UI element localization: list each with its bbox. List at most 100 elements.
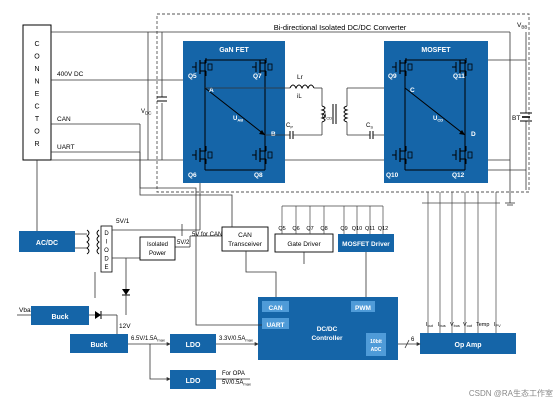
gate-signal-lines	[281, 205, 384, 234]
gate-signal-label: Q9	[340, 226, 347, 232]
bt-label: BT	[512, 115, 520, 122]
diode-letter: E	[104, 265, 108, 271]
q9-label: Q9	[388, 73, 397, 80]
buck-top-block	[31, 306, 89, 325]
acdc-block	[19, 231, 75, 252]
can-transceiver-line2: Transceiver	[228, 241, 263, 248]
vdc-capacitor	[147, 32, 167, 160]
controller-pwm-label: PWM	[355, 305, 371, 312]
q11-label: Q11	[453, 73, 465, 80]
acdc-label: AC/DC	[36, 240, 58, 247]
gate-signal-label: Q11	[365, 226, 375, 232]
q12-label: Q12	[452, 172, 465, 179]
gan-fet-bridge	[183, 41, 285, 183]
vbat-label: Vbat	[19, 307, 33, 314]
opamp-input-label: Vbus	[450, 322, 460, 328]
opamp-input-label: IPV	[494, 322, 501, 328]
uart-wire-label: UART	[57, 144, 75, 151]
gate-signal-label: Q7	[306, 226, 313, 232]
uab-label: UAB	[233, 116, 243, 123]
q5-label: Q5	[188, 73, 197, 80]
buck-bottom-label: Buck	[90, 342, 107, 349]
q10-label: Q10	[386, 172, 399, 179]
mosfet-title: MOSFET	[421, 47, 451, 54]
q7-label: Q7	[253, 73, 262, 80]
op-amp-label: Op Amp	[455, 342, 482, 349]
q8-label: Q8	[254, 172, 263, 179]
node-d-label: D	[471, 131, 476, 138]
can-wire-label: CAN	[57, 116, 71, 123]
for-opa-label: For OPA	[222, 371, 245, 377]
cp-label: CP	[286, 123, 293, 130]
buck-bottom-block	[70, 334, 128, 353]
opamp-input-label: Ibus	[438, 322, 446, 328]
connector-letter: C	[34, 104, 39, 111]
mosfet-bridge-wiring	[404, 59, 466, 171]
v5-opa-label: 5V/0.5Amax	[222, 380, 251, 387]
battery	[488, 32, 532, 206]
buck-top-label: Buck	[51, 314, 68, 321]
diode-letter: D	[104, 257, 109, 263]
ldo-top-label: LDO	[186, 342, 201, 349]
can-transceiver-block	[221, 226, 269, 252]
isolated-power-line1: Isolated	[147, 242, 168, 248]
lr-label: Lr	[297, 74, 304, 81]
gate-signal-label: Q12	[378, 226, 388, 232]
opamp-input-label: Vout	[463, 322, 473, 328]
gate-signal-label: Q10	[352, 226, 362, 232]
v5-1-label: 5V/1	[116, 218, 130, 225]
connector-letter: E	[35, 91, 40, 98]
vbb-label: VBB	[517, 22, 527, 30]
diode-letter: D	[104, 231, 109, 237]
v12-label: 12V	[119, 323, 131, 330]
il-label: iL	[297, 94, 302, 100]
mosfet-driver-label: MOSFET Driver	[342, 241, 390, 248]
v33-label: 3.3V/0.5Amax	[219, 336, 253, 343]
converter-title: Bi-directional Isolated DC/DC Converter	[274, 23, 407, 32]
connector-letter: N	[34, 79, 39, 86]
ucd-mid-label: UCD	[322, 114, 332, 121]
ucd-label: UCD	[433, 116, 443, 123]
v5-2-label: 5V/2	[177, 240, 190, 246]
diode-letter: O	[104, 248, 109, 254]
controller-uart-port	[262, 318, 289, 329]
controller-title-line2: Controller	[311, 335, 343, 342]
aux-transformer	[75, 229, 100, 255]
v5-for-can-label: 5V for CAN	[192, 232, 222, 238]
gate-signal-label: Q6	[292, 226, 299, 232]
watermark: CSDN @RA生态工作室	[469, 388, 553, 398]
connector-letter: R	[34, 141, 39, 148]
controller-uart-label: UART	[266, 322, 284, 329]
controller-title-line1: DC/DC	[317, 326, 338, 333]
converter-boundary	[156, 13, 530, 193]
gate-signal-label: Q5	[278, 226, 285, 232]
node-b-label: B	[271, 131, 276, 138]
node-a-label: A	[209, 87, 214, 94]
gan-fet-title: GaN FET	[219, 47, 249, 54]
gan-bridge-wiring	[204, 59, 266, 171]
controller-pwm-port	[351, 301, 375, 312]
adc-line2: ADC	[371, 347, 382, 353]
connector-letter: O	[34, 129, 40, 136]
vdc-label: VDC	[141, 109, 152, 116]
connector-letter: N	[34, 66, 39, 73]
connector-letter: O	[34, 54, 40, 61]
isolated-power-block	[139, 236, 176, 261]
ldo-top-block	[170, 334, 216, 353]
bus-count-label: 6	[411, 337, 415, 343]
v65-label: 6.5V/1.5Amax	[131, 336, 165, 343]
connector-letter: T	[35, 116, 40, 123]
adc-line1: 10bit	[370, 339, 382, 345]
dc400-label: 400V DC	[57, 71, 84, 78]
gate-driver-label: Gate Driver	[287, 241, 321, 248]
can-transceiver-line1: CAN	[238, 232, 252, 239]
mosfet-driver-block	[338, 234, 394, 252]
q6-label: Q6	[188, 172, 197, 179]
isolated-power-line2: Power	[149, 251, 166, 257]
opamp-input-label: Iout	[426, 322, 434, 328]
diode-block	[100, 225, 113, 273]
node-c-label: C	[410, 87, 415, 94]
